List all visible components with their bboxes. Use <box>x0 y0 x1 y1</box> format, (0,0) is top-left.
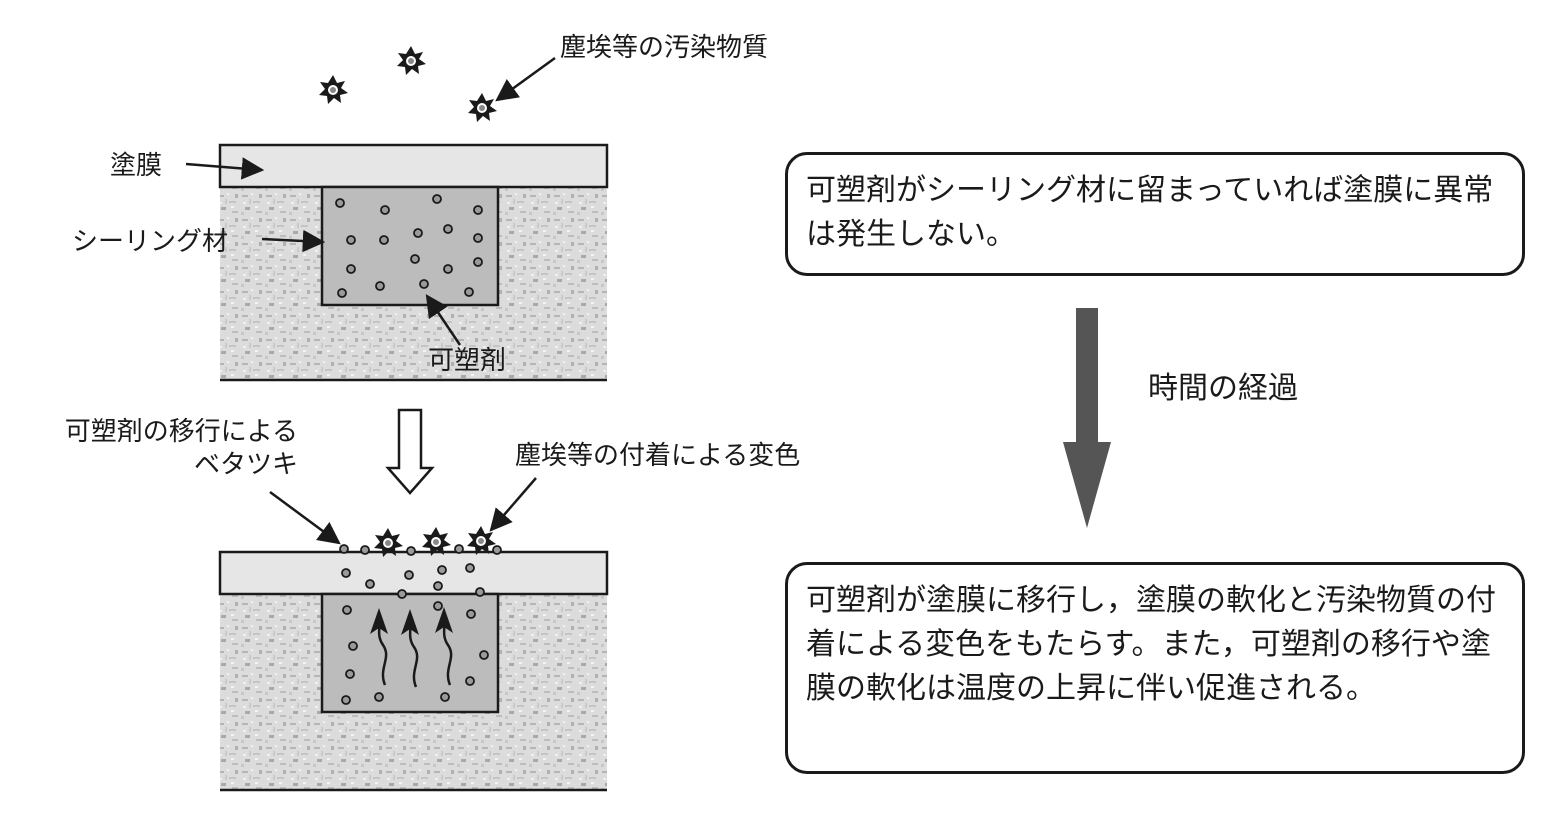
pollutant-leader-arrow <box>495 56 556 102</box>
after-state-box: 可塑剤が塗膜に移行し，塗膜の軟化と汚染物質の付着による変色をもたらす。また，可塑… <box>785 562 1525 774</box>
pollutant-label: 塵埃等の汚染物質 <box>560 33 769 63</box>
top-figure <box>185 46 609 382</box>
discoloration-label: 塵埃等の付着による変色 <box>515 441 801 471</box>
migration-leader-arrow <box>269 490 341 545</box>
top-dust-particles <box>319 46 497 122</box>
plasticizer-label: 可塑剤 <box>428 346 507 376</box>
bottom-coating-layer <box>218 550 609 596</box>
before-state-text: 可塑剤がシーリング材に留まっていれば塗膜に異常は発生しない。 <box>806 173 1494 252</box>
dust-star-icon <box>397 46 426 75</box>
sealant-leader-arrow <box>261 229 326 253</box>
migration-label-line2: ベタツキ <box>193 450 298 480</box>
migration-label-line1: 可塑剤の移行による <box>64 417 298 447</box>
time-flow-arrow-icon <box>1063 308 1111 528</box>
dust-star-icon <box>468 93 497 122</box>
bottom-figure <box>218 477 609 792</box>
coating-leader-arrow <box>185 157 265 180</box>
time-elapsed-label: 時間の経過 <box>1148 371 1298 406</box>
top-plasticizer-particles <box>335 194 483 298</box>
coating-label: 塗膜 <box>110 151 163 181</box>
migrating-plasticizer-particles <box>339 544 502 705</box>
after-state-text: 可塑剤が塗膜に移行し，塗膜の軟化と汚染物質の付着による変色をもたらす。また，可塑… <box>806 583 1496 706</box>
top-coating-layer <box>218 143 609 189</box>
dust-star-icon <box>319 75 348 104</box>
sealant-label: シーリング材 <box>72 227 229 257</box>
plasticizer-leader-arrow <box>425 294 462 346</box>
hollow-down-arrow-icon <box>385 408 435 495</box>
discoloration-leader-arrow <box>489 477 537 532</box>
migration-arrowheads-icon <box>370 607 453 635</box>
before-state-box: 可塑剤がシーリング材に留まっていれば塗膜に異常は発生しない。 <box>785 152 1525 276</box>
top-sealant-joint <box>320 185 500 307</box>
